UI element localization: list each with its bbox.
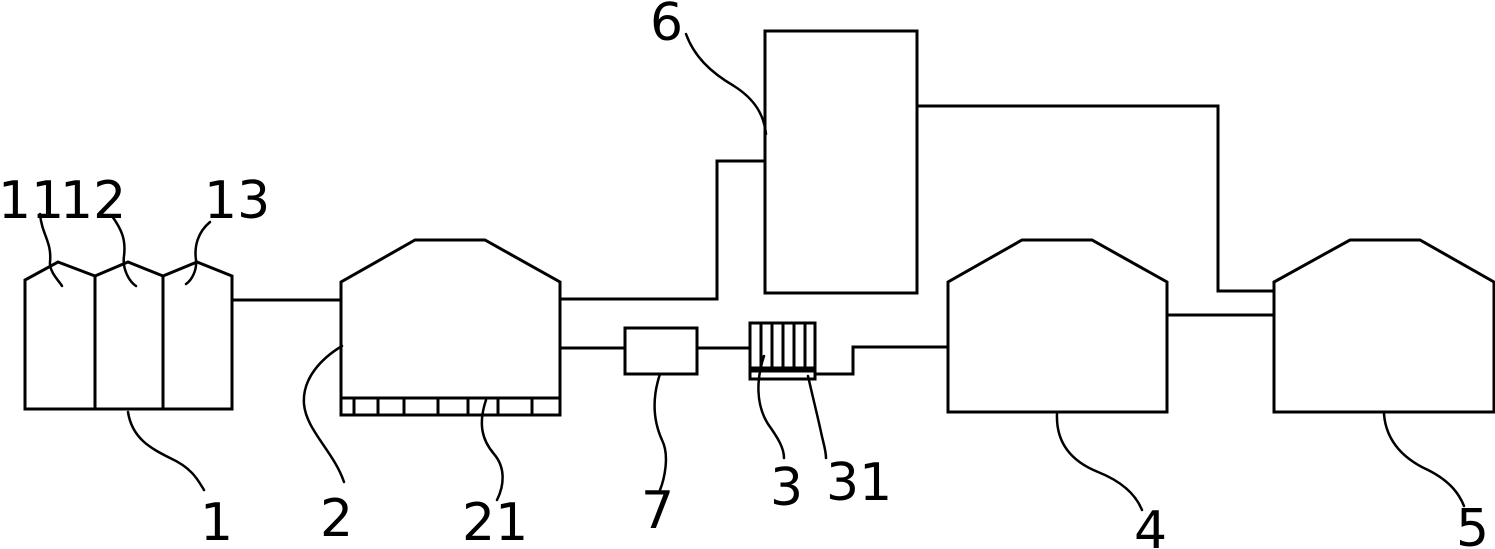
box-7 — [623, 326, 699, 376]
label-2: 2 — [320, 489, 353, 549]
leader-1 — [126, 410, 206, 492]
label-5: 5 — [1456, 499, 1489, 549]
label-4: 4 — [1134, 501, 1167, 549]
vessel-4 — [946, 238, 1169, 414]
tank-12 — [93, 260, 165, 411]
leader-13 — [184, 220, 212, 286]
leader-12 — [110, 214, 138, 288]
leader-2 — [302, 344, 346, 484]
label-6: 6 — [650, 0, 683, 53]
leader-7 — [653, 372, 668, 492]
label-21: 21 — [462, 493, 528, 549]
vessel-2 — [339, 238, 562, 417]
leader-21 — [480, 398, 504, 502]
leader-3 — [757, 354, 786, 460]
vessel-2-grid-21 — [339, 396, 562, 414]
vessel-2-body — [339, 238, 562, 417]
label-3: 3 — [770, 458, 803, 518]
leader-11 — [38, 212, 64, 288]
pipe-6-to-5 — [917, 104, 1274, 293]
leader-lines — [38, 32, 1466, 512]
label-11: 11 — [0, 171, 64, 231]
pipe-3-to-4 — [815, 345, 948, 376]
label-7: 7 — [641, 481, 674, 541]
label-31: 31 — [826, 453, 892, 513]
unit-3 — [748, 321, 817, 381]
vessel-5 — [1272, 238, 1495, 414]
label-13: 13 — [204, 171, 270, 231]
tank-6 — [763, 29, 919, 295]
leader-5 — [1382, 412, 1466, 508]
label-1: 1 — [200, 493, 233, 549]
label-12: 12 — [60, 171, 126, 231]
tank-13 — [161, 260, 234, 411]
leader-31 — [806, 374, 828, 460]
connection-pipes — [232, 104, 1274, 376]
leader-6 — [684, 32, 768, 136]
tank-group-1 — [23, 260, 234, 411]
pipe-2-to-6 — [560, 159, 765, 301]
leader-4 — [1055, 412, 1144, 512]
